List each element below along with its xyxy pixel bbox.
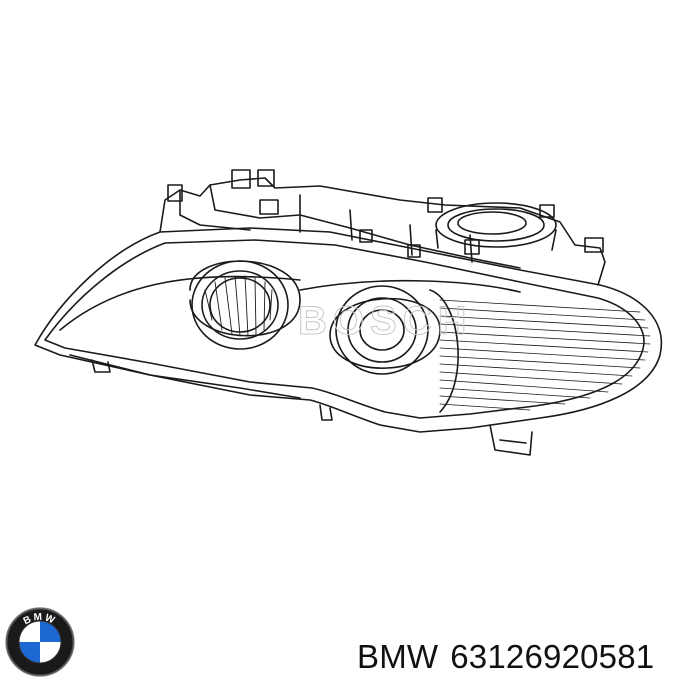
housing-back [159,177,606,286]
brand-label: BMW [357,638,439,675]
logo-letters: BMW [22,612,58,627]
bmw-logo: BMW [5,607,75,677]
part-number-label: 63126920581 [450,638,655,675]
watermark-text: BOSCH [298,299,472,343]
housing-outline [34,227,663,433]
part-caption: BMW 63126920581 [357,638,654,676]
